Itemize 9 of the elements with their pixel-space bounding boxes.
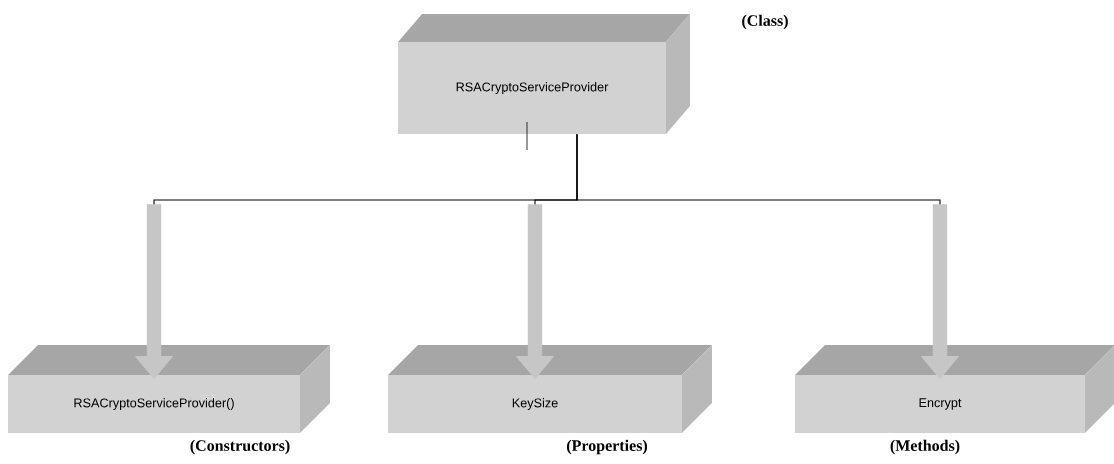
box-3d: KeySize [388,345,712,433]
node-caption: (Methods) [890,439,960,455]
block-arrow [576,133,960,380]
box-3d: Encrypt [795,345,1114,433]
box-3d: RSACryptoServiceProvider [398,14,690,134]
node-caption: (Constructors) [190,439,290,455]
node-caption: (Properties) [567,439,648,455]
node-caption: (Class) [742,14,788,30]
box-3d: RSACryptoServiceProvider() [8,345,330,433]
